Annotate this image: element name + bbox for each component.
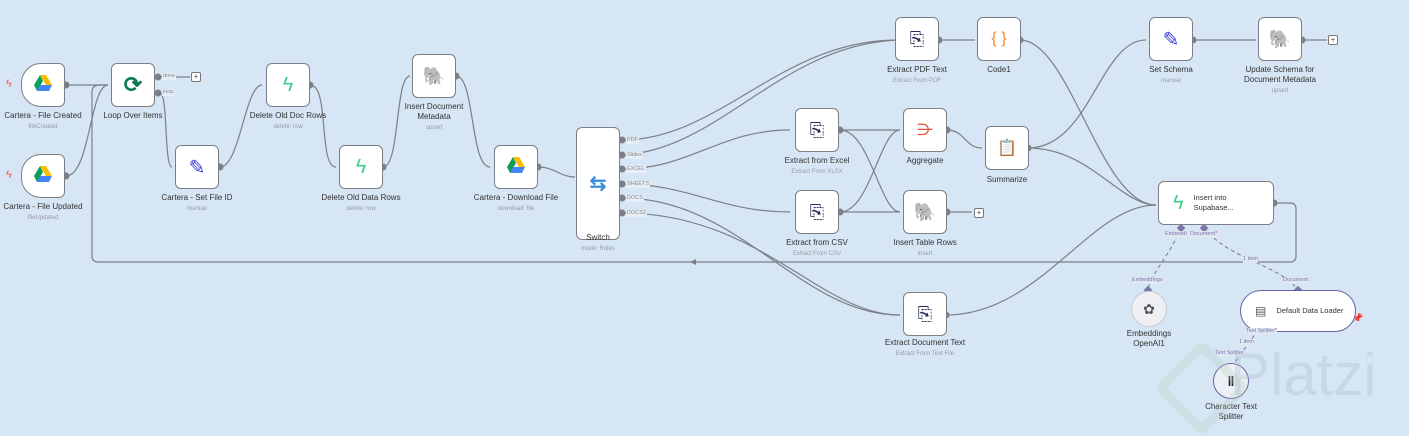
node-extract-from-excel[interactable]: ⎘ (795, 108, 839, 152)
node-summarize[interactable]: 📋 (985, 126, 1029, 170)
node-aggregate[interactable]: ⋺ (903, 108, 947, 152)
trigger-bolt-icon: ϟ (6, 169, 12, 181)
output-port: Slides (626, 152, 643, 159)
extract-file-icon: ⎘ (909, 28, 925, 49)
add-node-button[interactable]: + (1328, 35, 1338, 45)
edge-item-count: 1 item (1239, 339, 1254, 346)
google-drive-icon (34, 74, 52, 96)
aggregate-icon: ⋺ (917, 122, 933, 139)
supabase-icon: ϟ (1173, 191, 1184, 214)
port-label: Text Splitter (1215, 350, 1244, 357)
watermark: Platzi (1230, 341, 1377, 408)
postgres-icon: 🐘 (1268, 28, 1292, 49)
node-download-file[interactable] (494, 145, 538, 189)
loop-icon: ⟳ (123, 72, 143, 97)
node-extract-document-text[interactable]: ⎘ (903, 292, 947, 336)
node-delete-old-doc-rows[interactable]: ϟ (266, 63, 310, 107)
node-loop-over-items[interactable]: ⟳ (111, 63, 155, 107)
node-default-data-loader[interactable]: ▤ Default Data Loader (1240, 290, 1356, 332)
extract-file-icon: ⎘ (809, 119, 825, 140)
node-update-schema[interactable]: 🐘 (1258, 17, 1302, 61)
output-port: DOCS (626, 195, 644, 202)
supabase-icon: ϟ (355, 155, 367, 178)
postgres-icon: 🐘 (913, 201, 937, 222)
node-code1[interactable]: { } (977, 17, 1021, 61)
node-extract-pdf-text[interactable]: ⎘ (895, 17, 939, 61)
document-icon: ▤ (1255, 304, 1267, 318)
pencil-icon: ✎ (188, 156, 206, 179)
node-file-created[interactable] (21, 63, 65, 107)
node-label: Loop Over Items (103, 111, 163, 120)
node-insert-table-rows[interactable]: 🐘 (903, 190, 947, 234)
port-label: Embeddings (1132, 277, 1163, 284)
node-set-schema[interactable]: ✎ (1149, 17, 1193, 61)
supabase-icon: ϟ (282, 73, 294, 96)
port-label: Text Splitter* (1246, 328, 1277, 335)
input-port-label: Embeddi (1165, 231, 1187, 238)
clipboard-icon: 📋 (997, 140, 1017, 157)
node-character-text-splitter[interactable]: ‖ (1213, 363, 1249, 399)
node-label: Summarize (986, 175, 1028, 184)
node-title: Default Data Loader (1276, 306, 1344, 315)
node-insert-into-supabase[interactable]: ϟ Insert into Supabase... (1158, 181, 1274, 225)
pin-icon[interactable]: 📌 (1352, 313, 1364, 323)
output-port: EXCEL (626, 166, 647, 173)
node-extract-from-csv[interactable]: ⎘ (795, 190, 839, 234)
node-label: Code1 (987, 65, 1011, 74)
node-label: Embeddings OpenAI1 (1126, 329, 1172, 348)
node-file-updated[interactable] (21, 154, 65, 198)
output-port: DOCS2 (626, 210, 647, 217)
output-port-done: done (162, 73, 177, 80)
extract-file-icon: ⎘ (809, 201, 825, 222)
trigger-bolt-icon: ϟ (6, 78, 12, 90)
edge-item-count: 1 item (1243, 256, 1258, 263)
node-embeddings-openai[interactable]: ✿ (1131, 291, 1167, 327)
openai-icon: ✿ (1143, 300, 1155, 317)
node-switch[interactable]: ⇆ (576, 127, 620, 240)
node-delete-old-data-rows[interactable]: ϟ (339, 145, 383, 189)
google-drive-icon (507, 156, 525, 178)
node-label: Aggregate (906, 156, 944, 165)
text-splitter-icon: ‖ (1227, 373, 1235, 389)
signpost-icon: ⇆ (589, 173, 607, 195)
output-port: SHEETS (626, 181, 651, 188)
extract-file-icon: ⎘ (917, 303, 933, 324)
code-braces-icon: { } (991, 30, 1007, 47)
google-drive-icon (34, 165, 52, 187)
add-node-button[interactable]: + (974, 208, 984, 218)
output-port-loop: loop (162, 89, 175, 96)
node-set-file-id[interactable]: ✎ (175, 145, 219, 189)
postgres-icon: 🐘 (422, 65, 446, 86)
input-port-label: Document* (1190, 231, 1218, 238)
add-node-button[interactable]: + (191, 72, 201, 82)
port-label: Document (1283, 277, 1309, 284)
node-title: Insert into Supabase... (1193, 193, 1234, 212)
output-port: PDF (626, 137, 639, 144)
node-insert-document-metadata[interactable]: 🐘 (412, 54, 456, 98)
node-label: Character Text Splitter (1205, 402, 1257, 421)
pencil-icon: ✎ (1162, 28, 1180, 51)
